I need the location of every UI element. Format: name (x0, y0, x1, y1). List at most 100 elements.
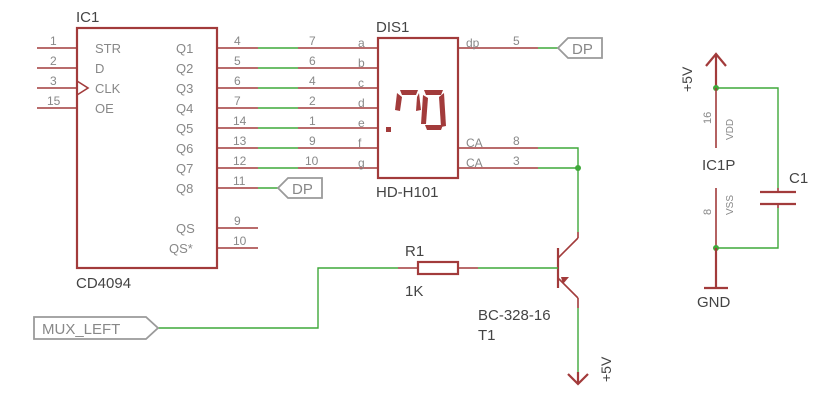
dis1-pin-label: a (358, 36, 365, 50)
dis1-name: DIS1 (376, 19, 409, 36)
ic1-pin-num: 9 (234, 214, 241, 228)
ic1-name: IC1 (76, 9, 99, 26)
dp-flag-top: DP (556, 37, 603, 59)
net-flag (33, 316, 160, 340)
t1-emitter-leg (557, 277, 579, 299)
dis1-pin-label: dp (466, 36, 480, 50)
clock-triangle (76, 80, 90, 96)
dis1-pin-num: 9 (309, 134, 316, 148)
vcc-bottom-label: +5V (598, 356, 614, 382)
gnd-label: GND (697, 294, 731, 311)
ic1-pin-num: 12 (233, 154, 247, 168)
dis1-pin-num: 3 (513, 154, 520, 168)
t1-value: BC-328-16 (478, 307, 551, 324)
dis1-pin-label: e (358, 116, 365, 130)
ic1-pin-label: Q8 (176, 181, 193, 196)
c1-capacitor: C1 (760, 170, 808, 208)
dis1-pin-label: d (358, 96, 365, 110)
wire-vdd-c1 (716, 87, 779, 188)
ic1-pin-num: 10 (233, 234, 247, 248)
wire-mux (158, 267, 398, 329)
dis1-pin-num: 10 (305, 154, 319, 168)
t1-collector-leg (557, 237, 579, 259)
ic1-pin-label: Q5 (176, 121, 193, 136)
ic1-pin-label: QS* (169, 241, 193, 256)
dis1-pin-label: c (358, 76, 364, 90)
ic1p-vdd-num: 16 (702, 112, 714, 124)
ic1p-vss-label: VSS (725, 195, 736, 215)
decimal-point (386, 127, 391, 132)
dis1-value: HD-H101 (376, 184, 439, 201)
dis1-pin-num: 7 (309, 34, 316, 48)
segment-a (400, 90, 418, 95)
r1-resistor: R1 1K (398, 243, 478, 300)
ic1-pin-num: 7 (234, 94, 241, 108)
ic1-pin-num: 15 (47, 94, 61, 108)
ic1-pin-num: 3 (50, 74, 57, 88)
ic1-pin-num: 13 (233, 134, 247, 148)
t1-transistor: BC-328-16 T1 (478, 232, 579, 344)
seven-segment-icon (386, 90, 446, 132)
ic1-pin-label: Q2 (176, 61, 193, 76)
ic1p-name: IC1P (702, 157, 735, 174)
segment-wires (258, 47, 298, 169)
vcc-bottom-symbol: +5V (567, 356, 614, 386)
ic1-pin-num: 11 (233, 174, 246, 188)
net-flag-label: DP (292, 181, 313, 198)
dis1-pin-num: 5 (513, 34, 520, 48)
dis1-pin-num: 8 (513, 134, 520, 148)
net-flag (556, 37, 603, 59)
ic1-pin-label: OE (95, 101, 114, 116)
ic1-pin-num: 4 (234, 34, 241, 48)
ic1-pin-num: 1 (50, 34, 57, 48)
dis1-pin-num: 4 (309, 74, 316, 88)
dis1-part: DIS1 HD-H101 7 6 4 2 1 9 10 a b c d e f … (298, 19, 538, 201)
ic1-pin-label: D (95, 61, 104, 76)
dis1-pin-label: f (358, 136, 362, 150)
segment-d2 (425, 125, 443, 130)
dis1-pin-num: 6 (309, 54, 316, 68)
ic1-pin-label: Q1 (176, 41, 193, 56)
ic1-pin-label: Q7 (176, 161, 193, 176)
net-flag (276, 177, 323, 199)
ic1p-vdd-label: VDD (725, 119, 736, 140)
ic1p-power: +5V 16 VDD IC1P 8 VSS GND (679, 52, 779, 311)
wire-vss-c1 (716, 208, 779, 249)
ic1-pin-num: 2 (50, 54, 57, 68)
segment-f (395, 93, 402, 111)
net-flag-label: MUX_LEFT (42, 321, 120, 338)
ic1-part: IC1 CD4094 1 2 3 15 STR D CLK OE Q1 Q2 Q… (37, 9, 258, 292)
mux-left-flag: MUX_LEFT (33, 316, 160, 340)
dis1-pin-num: 1 (309, 114, 316, 128)
ic1-value: CD4094 (76, 275, 131, 292)
ic1-pin-label: Q4 (176, 101, 193, 116)
dis1-pin-num: 2 (309, 94, 316, 108)
ic1-pin-label: Q6 (176, 141, 193, 156)
segment-b (416, 93, 421, 111)
dis1-pin-label: CA (466, 156, 483, 170)
dp-flag-q8: DP (276, 177, 323, 199)
t1-name: T1 (478, 327, 496, 344)
ic1-pin-label: QS (176, 221, 195, 236)
r1-body (416, 260, 460, 276)
r1-value: 1K (405, 283, 423, 300)
wire-ca-8 (538, 147, 579, 168)
dis1-pin-label: g (358, 156, 365, 170)
r1-name: R1 (405, 243, 424, 260)
ic1p-vss-num: 8 (702, 209, 714, 215)
ic1-pin-num: 14 (233, 114, 247, 128)
segment-c2 (439, 93, 446, 127)
dis1-pin-label: CA (466, 136, 483, 150)
dis1-pin-label: b (358, 56, 365, 70)
c1-name: C1 (789, 170, 808, 187)
ic1-pin-label: STR (95, 41, 121, 56)
net-flag-label: DP (572, 41, 593, 58)
ic1-pin-label: CLK (95, 81, 121, 96)
segment-e2 (421, 95, 428, 124)
ic1-pin-num: 5 (234, 54, 241, 68)
ic1-pin-label: Q3 (176, 81, 193, 96)
t1-arrow-icon (561, 277, 569, 284)
ic1-pin-num: 6 (234, 74, 241, 88)
